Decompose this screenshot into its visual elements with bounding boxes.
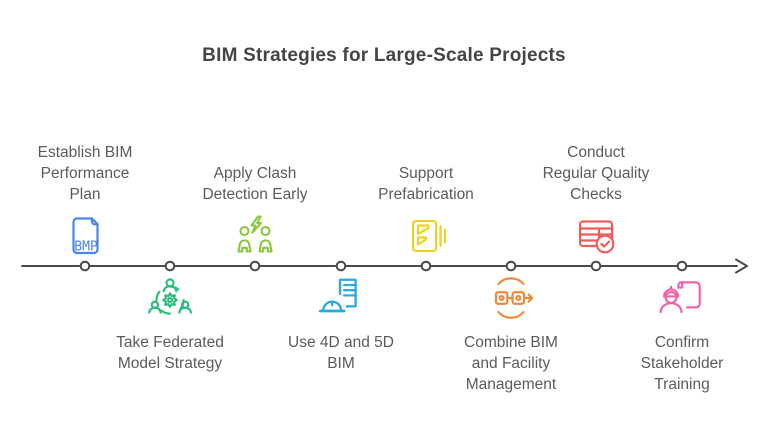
clash-detection-people-icon [237,215,273,253]
timeline-node [335,260,347,272]
linked-modules-sync-icon [494,277,534,319]
step-label: Use 4D and 5D BIM [288,334,394,372]
step-use-4d-and-5d-bim: Use 4D and 5D BIM [266,273,416,374]
timeline-node [79,260,91,272]
timeline-node [164,260,176,272]
timeline-node [590,260,602,272]
step-confirm-stakeholder-training: Confirm Stakeholder Training [607,273,757,395]
timeline-node [505,260,517,272]
trainer-presentation-icon [659,281,701,314]
federated-team-gear-icon [148,278,192,315]
step-combine-bim-and-facility-management: Combine BIM and Facility Management [436,273,586,395]
step-take-federated-model-strategy: Take Federated Model Strategy [95,273,245,374]
step-support-prefabrication: Support Prefabrication [351,128,501,260]
bmp-file-icon-text: BMP [74,240,98,255]
step-conduct-regular-quality-checks: Conduct Regular Quality Checks [521,128,671,260]
timeline-axis [21,258,748,274]
timeline-node [420,260,432,272]
step-label: Establish BIM Performance Plan [37,144,133,203]
step-label: Support Prefabrication [378,165,474,203]
hardhat-building-icon [318,278,357,313]
step-label: Combine BIM and Facility Management [464,334,558,393]
step-label: Apply Clash Detection Early [202,165,308,203]
step-label: Confirm Stakeholder Training [640,334,724,393]
step-label: Take Federated Model Strategy [116,334,224,372]
quality-table-check-icon [578,220,615,254]
timeline-node [676,260,688,272]
bmp-file-icon: BMP [72,217,99,255]
step-apply-clash-detection-early: Apply Clash Detection Early [180,128,330,260]
prefabrication-panels-icon [411,219,447,253]
diagram-title: BIM Strategies for Large-Scale Projects [202,45,566,66]
step-label: Conduct Regular Quality Checks [542,144,650,203]
step-establish-bim-performance-plan: Establish BIM Performance Plan BMP [10,128,160,260]
timeline-arrowhead-icon [735,258,748,274]
timeline-node [249,260,261,272]
